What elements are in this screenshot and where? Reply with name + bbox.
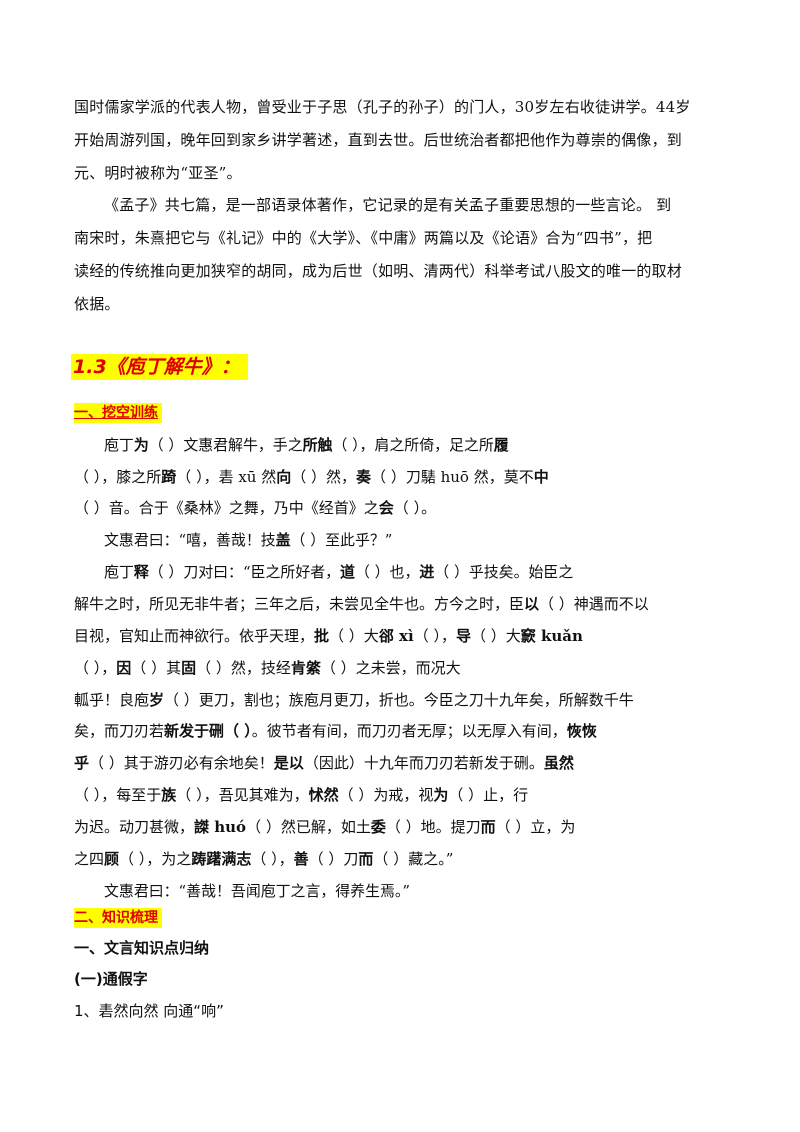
text-line: 軱乎！良庖岁（ ）更刀，割也；族庖月更刀，折也。今臣之刀十九年矣，所解数千牛 [74,691,634,709]
list-item: 1、砉然向然 向通“响” [74,1002,224,1020]
text-line: （ ），每至于族（ ），吾见其难为，怵然（ ）为戒，视为（ ）止，行 [74,786,529,804]
section-heading-fill: 一、挖空训练 [74,403,162,423]
text-line: 庖丁释（ ）刀对曰：“臣之所好者，道（ ）也，进（ ）乎技矣。始臣之 [104,563,574,581]
text-line: 解牛之时，所见无非牛者；三年之后，未尝见全牛也。方今之时，臣以（ ）神遇而不以 [74,595,649,613]
text-line: 目视，官知止而神欲行。依乎天理，批（ ）大郤 xì（ ），导（ ）大窾 kuǎn [74,627,583,645]
text-line: 之四顾（ ），为之踌躇满志（ ），善（ ）刀而（ ）藏之。” [74,850,454,868]
text-line: （ ），膝之所踦（ ），砉 xū 然向（ ）然，奏（ ）刀騞 huō 然，莫不中 [74,468,549,486]
text-line: 文惠君曰：“嘻，善哉！技盖（ ）至此乎？” [104,531,393,549]
subheading-tongjiazi: (一)通假字 [74,970,148,988]
text-line: 为迟。动刀甚微，謋 huó（ ）然已解，如土委（ ）地。提刀而（ ）立，为 [74,818,576,836]
text-line: 乎（ ）其于游刃必有余地矣！是以（因此）十九年而刀刃若新发于硎。虽然 [74,754,574,772]
intro-line: 国时儒家学派的代表人物，曾受业于子思（孔子的孙子）的门人，30岁左右收徒讲学。4… [74,98,691,116]
lesson-title: 1.3《庖丁解牛》： [71,354,248,380]
subheading-classical-points: 一、文言知识点归纳 [74,939,210,957]
intro-line: 南宋时，朱熹把它与《礼记》中的《大学》、《中庸》两篇以及《论语》合为“四书”，把 [74,229,653,247]
section-heading-knowledge: 二、知识梳理 [74,908,162,928]
intro-line: 读经的传统推向更加狭窄的胡同，成为后世（如明、清两代）科举考试八股文的唯一的取材 [74,262,683,280]
intro-line: 开始周游列国，晚年回到家乡讲学著述，直到去世。后世统治者都把他作为尊崇的偶像，到 [74,131,683,149]
text-line: 文惠君曰：“善哉！吾闻庖丁之言，得养生焉。” [104,882,410,900]
intro-line: 依据。 [74,295,120,313]
text-line: 矣，而刀刃若新发于硎（ ）。彼节者有间，而刀刃者无厚；以无厚入有间，恢恢 [74,722,597,740]
intro-line: 元、明时被称为“亚圣”。 [74,164,242,182]
text-line: （ ），因（ ）其固（ ）然，技经肯綮（ ）之未尝，而况大 [74,659,461,677]
text-line: 庖丁为（ ）文惠君解牛，手之所触（ ），肩之所倚，足之所履 [104,436,509,454]
intro-line: 《孟子》共七篇，是一部语录体著作，它记录的是有关孟子重要思想的一些言论。 到 [104,196,672,214]
text-line: （ ）音。合于《桑林》之舞，乃中《经首》之会（ ）。 [74,499,437,517]
